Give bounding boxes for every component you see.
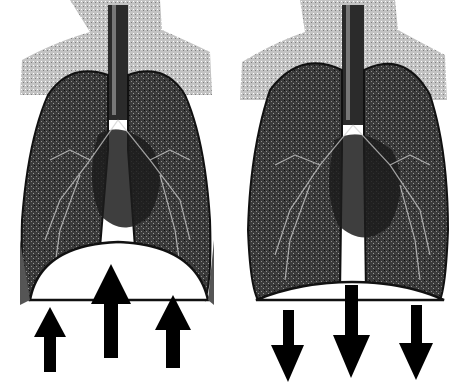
- trachea-left: [108, 5, 128, 120]
- arrow-down-icon: [271, 310, 304, 382]
- panel-exhalation: [20, 0, 214, 305]
- arrow-up-icon: [155, 295, 191, 368]
- heart-right: [329, 134, 400, 237]
- trachea-right: [342, 5, 364, 125]
- arrow-down-icon: [399, 305, 433, 380]
- panel-inhalation: [240, 0, 448, 300]
- arrow-up-icon: [34, 307, 66, 372]
